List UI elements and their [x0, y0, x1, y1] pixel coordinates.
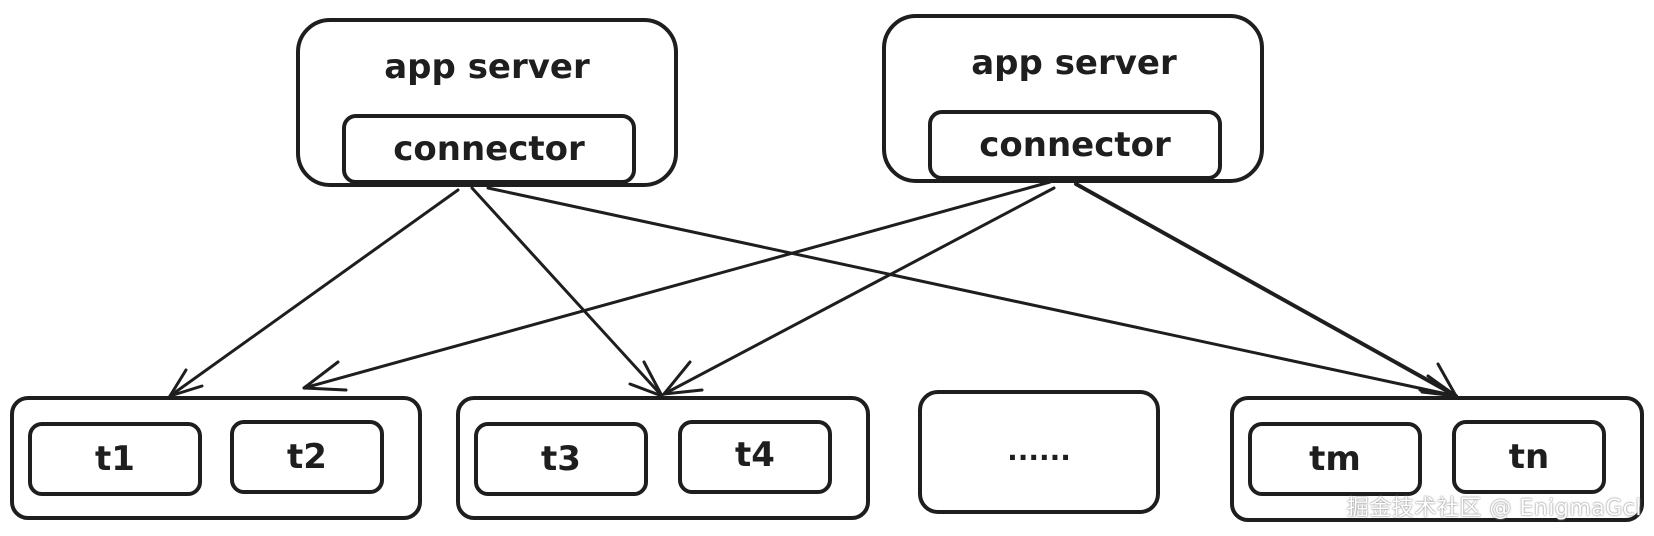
node-t4-label: t4: [735, 435, 775, 475]
connector-1-box: [342, 114, 636, 184]
arrowhead-c1-to-t1: [168, 368, 204, 398]
group-4-box: [1230, 396, 1644, 522]
app-server-1: app server connector: [296, 18, 678, 187]
arrow-c2-to-t3: [662, 186, 1056, 396]
connector-2-label: connector: [979, 125, 1171, 165]
connector-1-label: connector: [393, 129, 585, 169]
node-tn-box: [1452, 420, 1606, 494]
arrow-c1-to-tn: [486, 186, 1458, 398]
arrows-connector-2: [302, 180, 1458, 398]
node-t3-label: t3: [541, 439, 581, 479]
connector-2-box: [928, 110, 1222, 180]
app-server-1-box: [296, 18, 678, 187]
arrow-c1-to-t1: [168, 188, 460, 398]
node-tn-label: tn: [1509, 437, 1549, 477]
group-1-box: [10, 396, 422, 520]
group-ellipsis: ......: [918, 390, 1160, 514]
arrowhead-c2-to-tn: [1418, 362, 1458, 398]
arrow-c2-to-tn: [1074, 182, 1458, 398]
arrowhead-c1-to-t3: [628, 360, 664, 398]
arrowhead-c2-to-t2: [302, 360, 348, 392]
watermark: 掘金技术社区 @ EnigmaGcl: [1346, 496, 1642, 521]
node-tm-box: [1248, 422, 1422, 496]
node-t1-box: [28, 422, 202, 496]
group-t1-t2: t1 t2: [10, 396, 422, 520]
app-server-2: app server connector: [882, 14, 1264, 183]
arrow-c2-to-t2: [302, 180, 1052, 390]
app-server-1-title: app server: [384, 47, 590, 87]
node-t4-box: [678, 420, 832, 494]
group-t3-t4: t3 t4: [456, 396, 870, 520]
group-3-box: [918, 390, 1160, 514]
arrows-connector-1: [168, 186, 1458, 398]
node-t2-label: t2: [287, 437, 327, 477]
app-server-2-title: app server: [971, 43, 1177, 83]
arrowhead-c2-to-t3: [662, 360, 704, 396]
group-2-box: [456, 396, 870, 520]
app-server-2-box: [882, 14, 1264, 183]
group-tm-tn: tm tn: [1230, 396, 1644, 522]
node-t1-label: t1: [95, 439, 135, 479]
node-tm-label: tm: [1309, 439, 1361, 479]
ellipsis-label: ......: [1007, 434, 1071, 467]
node-t3-box: [474, 422, 648, 496]
node-t2-box: [230, 420, 384, 494]
arrow-c1-to-t3: [470, 186, 664, 398]
